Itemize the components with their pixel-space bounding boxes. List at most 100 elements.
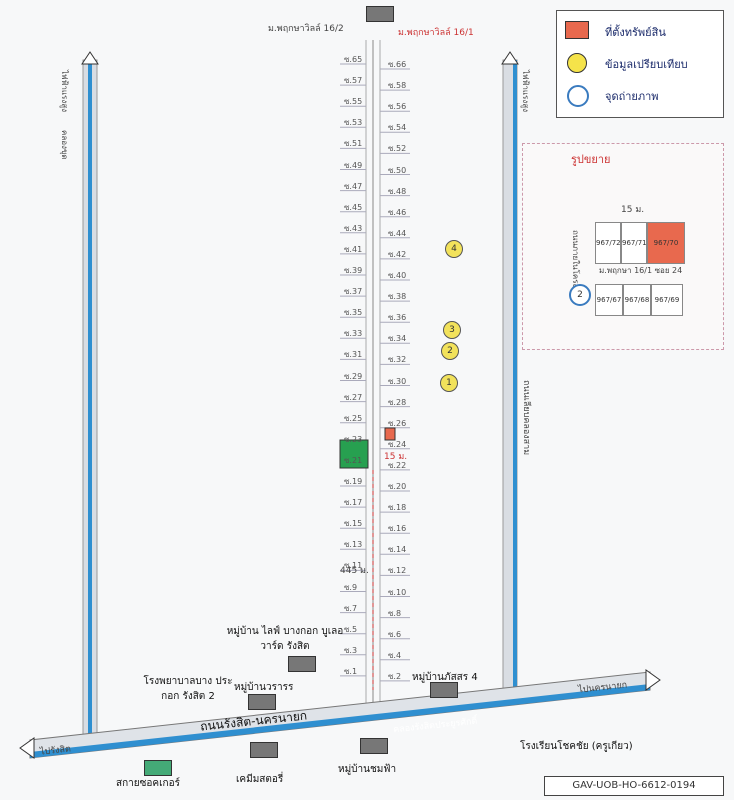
soi-left-14: ซ.31 [344,350,363,360]
soi-right-14: ซ.32 [388,355,407,365]
lot-967-69: 967/69 [651,284,683,316]
village-left-label: ม.พฤกษาวิลล์ 16/2 [268,24,344,34]
lot-967-70-subject: 967/70 [647,222,685,264]
left-canal-label: คลองขุด [60,130,69,160]
photo-point-legend-icon [567,85,589,107]
document-code: GAV-UOB-HO-6612-0194 [544,776,724,796]
inset-road-label: ถนนภายในโครงการ [571,230,580,302]
soi-right-20: ซ.20 [388,482,407,491]
village-pat-label: หมู่บ้านภัสสร 4 [412,672,478,683]
village-right-label: ม.พฤกษาวิลล์ 16/1 [398,28,474,38]
chomfa-label: หมู่บ้านชมฟ้า [338,764,397,775]
soi-left-15: ซ.29 [344,371,363,381]
village-pat-icon [430,682,458,698]
soi-right-8: ซ.44 [388,228,407,238]
soi-left-16: ซ.27 [344,392,363,402]
soi-left-7: ซ.45 [344,202,363,212]
soi-left-29: ซ.1 [344,666,358,676]
soi-right-3: ซ.54 [388,123,407,133]
soi-right-23: ซ.14 [388,545,407,555]
soi-left-5: ซ.49 [344,160,363,170]
soi-left-9: ซ.41 [344,244,363,254]
right-road-label: ไฟฟ้าแรงสูง [521,70,530,112]
soi-left-1: ซ.57 [344,76,363,86]
marker-1: 1 [440,374,458,392]
soi-left-0: ซ.65 [344,55,363,64]
soi-right-27: ซ.6 [388,629,402,639]
marker-4: 4 [445,240,463,258]
right-canal [513,60,517,700]
soi-left-22: ซ.15 [344,519,363,529]
marker-3: 3 [443,321,461,339]
soi-left-18: ซ.23 [344,434,363,444]
soi-left-8: ซ.43 [344,223,363,233]
soi-right-21: ซ.18 [388,503,407,513]
main-canal [30,684,650,758]
chemistry-icon [250,742,278,758]
soi-right-28: ซ.4 [388,650,402,660]
soi-left-24: ซ.11 [344,561,363,571]
village-life-icon [288,656,316,672]
comparable-legend-icon [567,53,587,73]
soi-right-6: ซ.48 [388,186,407,196]
soi-right-7: ซ.46 [388,207,407,217]
soi-left-11: ซ.37 [344,287,363,297]
right-canal-label: ถนนเลียบคลองสาม [521,380,531,456]
soi-left-25: ซ.9 [344,582,358,592]
soi-left-23: ซ.13 [344,540,363,550]
distance-445m: 445 ม. [340,566,369,576]
school-label: โรงเรียนโชคชัย (ครูเกียว) [520,741,633,752]
soi-right-0: ซ.66 [388,60,407,69]
soi-right-4: ซ.52 [388,144,407,154]
soi-right-15: ซ.30 [388,376,407,386]
soi-left-13: ซ.33 [344,329,363,339]
soi-left-6: ซ.47 [344,181,363,191]
soi-right-24: ซ.12 [388,566,407,576]
arrow-right-icon [645,669,661,691]
inset-photo-marker: 2 [569,284,591,306]
inset-dist: 15 ม. [621,205,645,215]
soi-right-22: ซ.16 [388,524,407,534]
soi-right-9: ซ.42 [388,249,407,259]
soi-right-10: ซ.40 [388,271,407,280]
soi-right-19: ซ.22 [388,460,407,470]
legend: ที่ตั้งทรัพย์สิน ข้อมูลเปรียบเทียบ จุดถ่… [556,10,724,118]
soi-right-11: ซ.38 [388,292,407,302]
soi-right-13: ซ.34 [388,334,407,344]
soi-right-2: ซ.56 [388,102,407,112]
village-wara-icon [248,694,276,710]
soi-right-12: ซ.36 [388,313,407,323]
soi-right-29: ซ.2 [388,671,402,681]
lot-967-67: 967/67 [595,284,623,316]
village-house-icon [366,6,394,22]
lot-967-71: 967/71 [621,222,647,264]
village-life-label: หมู่บ้าน ไลฟ์ บางกอก บูเลอวาร์ด รังสิต [226,626,344,652]
soi-left-19: ซ.21 [344,455,363,465]
distance-15m: 15 ม. [384,452,408,462]
hospital-label: โรงพยาบาลบาง ประกอก รังสิต 2 [143,676,233,702]
inset-soi-label: ม.พฤกษา 16/1 ซอย 24 [599,266,683,275]
soi-ticks [340,63,410,682]
chomfa-icon [360,738,388,754]
sky-soccer-label: สกายซอคเกอร์ [116,778,180,789]
soi-left-2: ซ.55 [344,97,363,107]
inset-title: รูปขยาย [571,153,611,166]
soi-left-12: ซ.35 [344,308,363,318]
soi-left-28: ซ.3 [344,645,358,655]
soi-left-20: ซ.19 [344,477,363,486]
soi-left-17: ซ.25 [344,413,363,423]
marker-2: 2 [441,342,459,360]
inset-map: รูปขยาย 15 ม. ถนนภายในโครงการ 967/72 967… [522,143,724,350]
soi-right-16: ซ.28 [388,397,407,407]
soi-left-26: ซ.7 [344,603,358,613]
soi-left-21: ซ.17 [344,498,363,508]
lot-967-68: 967/68 [623,284,651,316]
soi-right-18: ซ.24 [388,439,407,449]
soi-left-10: ซ.39 [344,266,363,275]
soi-right-17: ซ.26 [388,418,407,428]
chemistry-label: เคมีมสตอรี่ [236,774,284,785]
soi-right-1: ซ.58 [388,81,407,91]
village-wara-label: หมู่บ้านวรารร [234,682,294,693]
soi-right-25: ซ.10 [388,587,407,597]
